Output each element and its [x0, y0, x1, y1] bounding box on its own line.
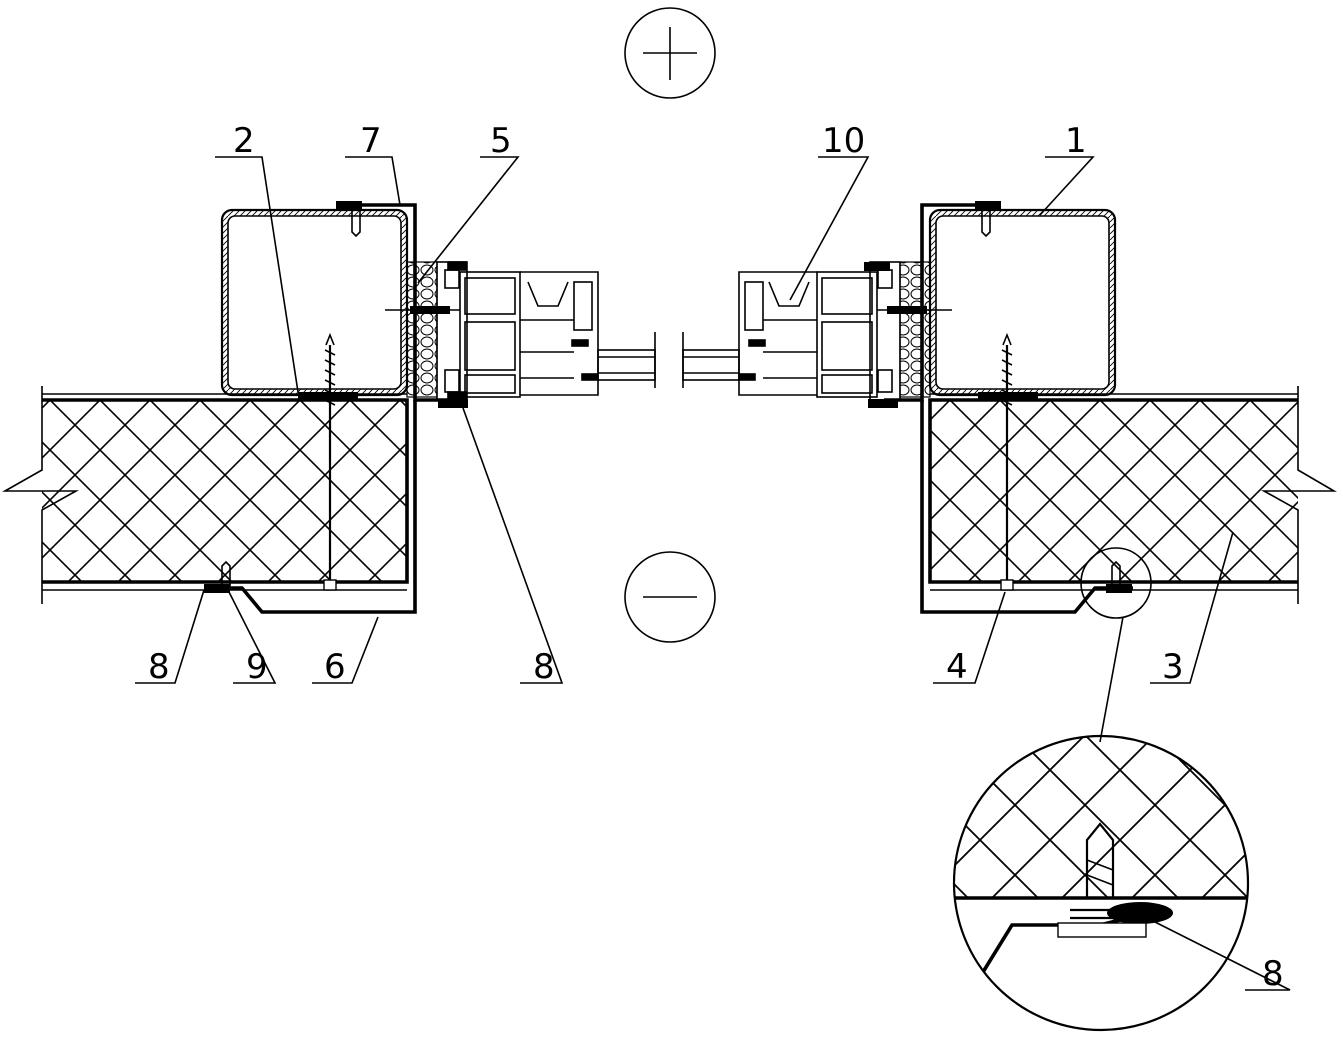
- callout-8-left-bottom: 8: [148, 647, 170, 687]
- right-steel-tube: [928, 208, 1117, 397]
- left-self-tapping-screw: [298, 332, 358, 591]
- left-foam-insulation: [406, 261, 438, 398]
- detail-reference-circle: [1080, 547, 1152, 619]
- callout-8-center: 8: [533, 647, 555, 687]
- plus-symbol: [624, 7, 716, 99]
- left-sandwich-panel: [1, 386, 409, 604]
- callout-3: 3: [1162, 647, 1184, 687]
- left-bottom-rivet: [221, 560, 231, 587]
- right-self-tapping-screw: [978, 332, 1038, 591]
- callout-8-detail: 8: [1262, 954, 1284, 994]
- left-top-rivet: [351, 210, 361, 238]
- callout-7: 7: [360, 121, 382, 161]
- callout-1: 1: [1065, 121, 1087, 161]
- left-steel-tube: [220, 208, 409, 397]
- left-flashing-top: [336, 201, 468, 408]
- left-flashing-bottom: [204, 400, 417, 614]
- leader-lines: [135, 156, 1291, 991]
- right-sandwich-panel: [928, 386, 1337, 604]
- callout-9: 9: [246, 647, 268, 687]
- callout-10: 10: [822, 121, 865, 161]
- callout-4: 4: [946, 647, 968, 687]
- minus-symbol: [624, 551, 716, 643]
- callout-6: 6: [324, 647, 346, 687]
- left-window-profile: [436, 261, 656, 401]
- right-frame-anchor: [877, 306, 952, 314]
- callout-5: 5: [490, 121, 512, 161]
- glazing-break-line: [654, 332, 684, 388]
- left-frame-anchor: [385, 306, 460, 314]
- callout-2: 2: [233, 121, 255, 161]
- right-top-rivet: [981, 210, 991, 238]
- detail-reference-line: [1099, 616, 1124, 743]
- right-bottom-rivet: [1111, 560, 1121, 587]
- right-foam-insulation: [899, 261, 931, 398]
- right-window-profile: [682, 261, 901, 401]
- right-flashing-bottom: [920, 400, 1133, 614]
- right-flashing-top: [864, 201, 1001, 408]
- enlarged-detail: [952, 734, 1250, 1032]
